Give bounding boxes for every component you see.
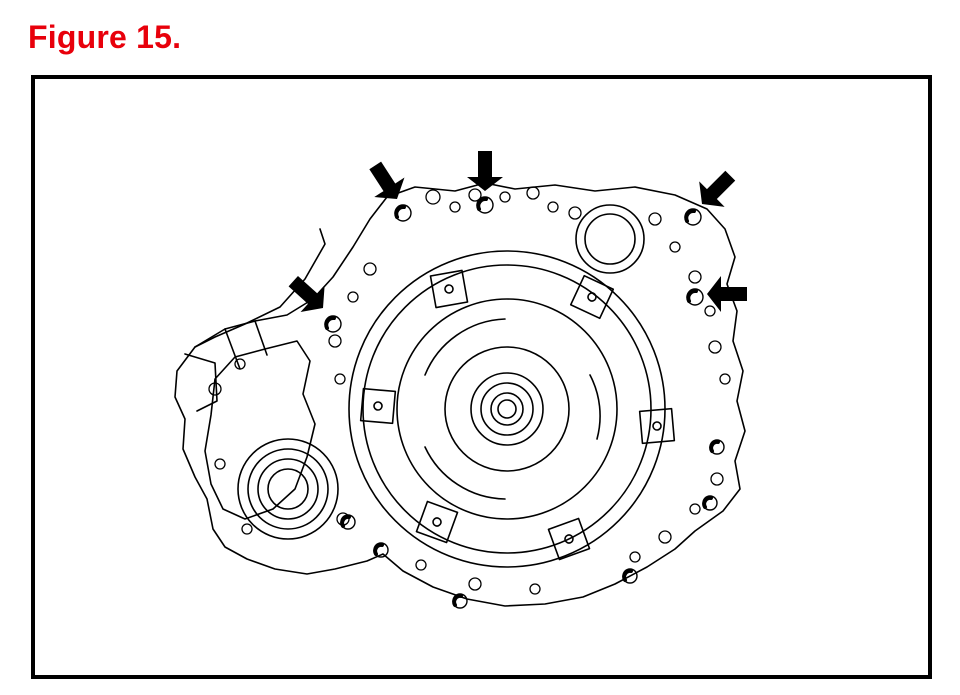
bolt-hole	[702, 495, 718, 511]
drive-plate-lugs	[359, 269, 676, 561]
lug	[547, 517, 591, 561]
converter-hub-ring	[444, 346, 570, 472]
callout-arrow	[288, 276, 325, 313]
bolt-hole	[373, 542, 389, 558]
bolt-hole	[452, 593, 468, 609]
converter-arc-1	[424, 318, 506, 376]
converter-arc-3	[424, 446, 506, 500]
converter-hub-outer	[470, 372, 544, 446]
lug	[415, 500, 459, 544]
output-boss-outer	[237, 438, 339, 540]
output-boss-inner	[257, 458, 319, 520]
lug	[569, 274, 615, 320]
bolt-hole	[340, 514, 356, 530]
lug	[638, 407, 676, 445]
figure-frame	[31, 75, 932, 679]
callout-arrow	[467, 151, 503, 191]
flange-bosses	[208, 186, 731, 595]
side-case-outline	[194, 228, 326, 348]
upper-boss-outer	[575, 204, 645, 274]
converter-hub-inner	[490, 392, 524, 426]
bolt-hole	[686, 288, 704, 306]
side-case-detail	[184, 320, 268, 412]
output-boss-bore	[267, 468, 309, 510]
converter-hub-mid	[480, 382, 534, 436]
transaxle-diagram	[174, 151, 747, 609]
bolt-hole	[709, 439, 725, 455]
output-boss-ring	[247, 448, 329, 530]
converter-hub-bore	[497, 399, 517, 419]
callout-arrows	[288, 151, 747, 313]
converter-shell	[362, 264, 652, 554]
bolt-hole	[684, 208, 702, 226]
side-case-panel	[204, 340, 316, 520]
bolt-hole	[622, 568, 638, 584]
lug	[359, 387, 397, 425]
upper-boss-inner	[584, 213, 636, 265]
housing-outline	[174, 182, 746, 607]
bolt-hole	[476, 196, 494, 214]
lug	[429, 269, 469, 309]
bolt-holes	[324, 196, 725, 609]
bolt-hole	[394, 204, 412, 222]
callout-arrow	[699, 170, 736, 207]
converter-arc-2	[589, 374, 601, 440]
callout-arrow	[707, 276, 747, 312]
bolt-hole	[324, 315, 342, 333]
converter-ring	[396, 298, 618, 520]
callout-arrow	[369, 161, 405, 199]
figure-title: Figure 15.	[28, 19, 182, 55]
